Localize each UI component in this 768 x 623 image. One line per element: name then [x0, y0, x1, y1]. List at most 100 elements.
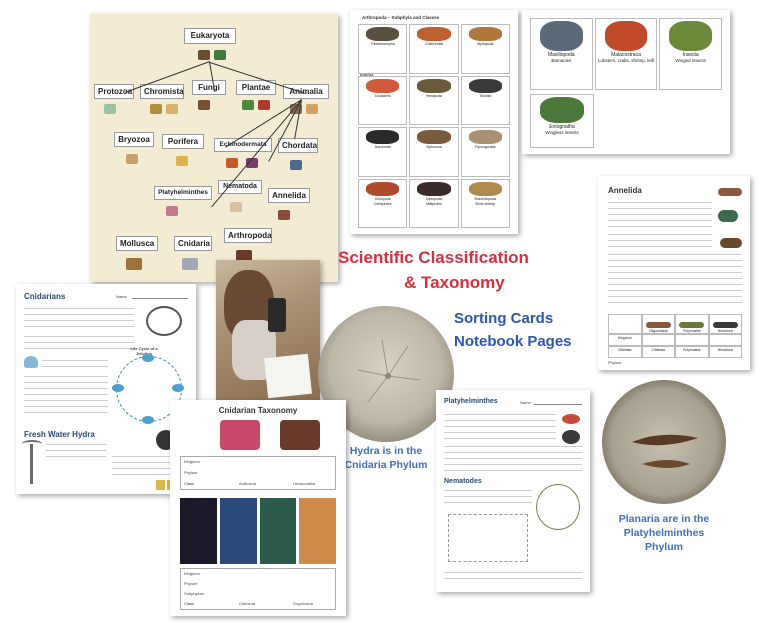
text-line	[112, 462, 188, 463]
life-cycle-label: Life Cycle of a Jellyfish	[130, 346, 158, 356]
text-line	[608, 290, 742, 291]
kingdom-thumbnail	[258, 100, 270, 110]
text-line	[608, 226, 712, 227]
sort-card-note: Centipedes	[373, 201, 392, 206]
text-line	[608, 234, 712, 235]
row-label: Class	[184, 601, 195, 606]
text-line	[444, 572, 582, 573]
phylum-thumbnail	[226, 158, 238, 168]
sort-card-note: Lobsters, crabs, shrimp, krill	[597, 58, 654, 63]
text-line	[444, 496, 532, 497]
specimen-image	[417, 130, 451, 144]
phylum-thumbnail	[246, 158, 258, 168]
worm-image	[718, 210, 738, 222]
sort-card-label: Branchiopoda	[474, 196, 497, 201]
specimen-image	[366, 181, 400, 196]
text-line	[24, 308, 134, 309]
main-title: Scientific Classification	[338, 248, 529, 267]
tree-node-kingdom: Fungi	[192, 80, 226, 95]
subtitle: Sorting Cards	[454, 310, 554, 327]
text-line	[24, 320, 134, 321]
tree-node-phylum: Platyhelminthes	[154, 186, 212, 200]
sheet-title: Cnidarian Taxonomy	[218, 406, 298, 415]
class-value: Scyphozoa	[293, 601, 313, 606]
root-thumbnail	[198, 50, 210, 60]
jellyfish-image	[299, 498, 336, 564]
anemone-drawing	[146, 306, 182, 336]
sort-card-label: Entognatha	[549, 124, 575, 130]
caption-line: Hydra is in the	[349, 445, 423, 457]
sort-card-note: Millipedes	[426, 201, 442, 206]
tree-node-root: Eukaryota	[184, 28, 236, 44]
tree-node-phylum: Mollusca	[116, 236, 158, 251]
row-label: Phylum	[184, 581, 198, 586]
hydra-drawing	[22, 440, 42, 448]
specimen-image	[468, 181, 502, 196]
text-line	[444, 438, 556, 439]
text-line	[444, 446, 582, 447]
text-line	[24, 394, 108, 395]
tree-node-kingdom: Chromista	[140, 84, 184, 99]
text-line	[444, 458, 582, 459]
specimen-image	[669, 21, 712, 51]
text-line	[24, 412, 108, 413]
text-line	[46, 456, 106, 457]
phylum-thumbnail	[176, 156, 188, 166]
annelida-table: Oligochaeta Polychaeta Hirudinea Kingdom…	[608, 314, 742, 358]
anemone-image	[280, 420, 320, 450]
table-cell: Polychaeta	[675, 314, 709, 334]
tree-node-kingdom: Plantae	[236, 80, 276, 95]
text-line	[42, 360, 108, 361]
sort-card-label: Maxillopoda	[547, 52, 575, 58]
specimen-image	[366, 130, 400, 144]
worm-image	[712, 321, 738, 328]
text-line	[444, 470, 582, 471]
hydra-drawing	[30, 444, 33, 484]
text-line	[112, 456, 188, 457]
tree-node-phylum: Arthropoda	[224, 228, 272, 243]
table-cell: Hirudinea	[708, 314, 742, 334]
row-label: Subphylum	[184, 591, 205, 596]
table-cell	[675, 333, 709, 346]
name-line	[534, 404, 582, 405]
jellyfish-icon	[142, 354, 154, 362]
class-value: Hexacorallia	[293, 481, 316, 486]
text-line	[608, 284, 742, 285]
taxonomy-table-bottom: Kingdom Phylum Subphylum Class Cubozoa S…	[180, 568, 336, 610]
text-line	[444, 452, 582, 453]
cnidarians-notebook-page: Cnidarians Name Life Cycle of a Jellyfis…	[16, 284, 196, 494]
taxonomy-table-top: Kingdom Phylum Class Anthozoa Hexacorall…	[180, 456, 336, 490]
sort-card-label: Myriapoda	[477, 42, 494, 46]
table-cell-text: Polychaeta	[683, 328, 701, 333]
flatworm-image	[562, 430, 580, 444]
arthropoda-sorting-sheet: Arthropoda – Subphyla and Classes Extinc…	[350, 10, 518, 234]
name-line	[132, 298, 188, 299]
sort-card: Trilobita	[460, 75, 510, 125]
kingdom-thumbnail	[198, 100, 210, 110]
table-cell-text: Kingdom	[617, 335, 632, 340]
specimen-image	[417, 27, 451, 41]
worm-image	[718, 188, 742, 196]
text-line	[444, 432, 556, 433]
table-cell-text: Clitellata	[618, 347, 632, 352]
tree-node-kingdom: Protozoa	[94, 84, 134, 99]
phylum-thumbnail	[126, 154, 138, 164]
planaria-microscope-view	[602, 380, 726, 504]
text-line	[444, 490, 532, 491]
text-line	[608, 246, 712, 247]
phylum-thumbnail	[236, 250, 252, 262]
classification-tree-poster: Eukaryota Protozoa Chromista Fungi Plant…	[90, 14, 338, 282]
text-line	[608, 254, 742, 255]
sort-card-label: Chilopoda	[374, 196, 391, 201]
sort-card-label: Hexapoda	[426, 93, 442, 98]
extinct-label: Extinct	[360, 72, 374, 77]
table-cell: Clitellata	[608, 345, 642, 358]
row-label: Phylum	[184, 470, 198, 475]
table-cell-text: Polychaeta	[683, 347, 701, 352]
text-line	[24, 348, 134, 349]
coral-image	[220, 420, 260, 450]
microscope-image	[268, 298, 286, 332]
